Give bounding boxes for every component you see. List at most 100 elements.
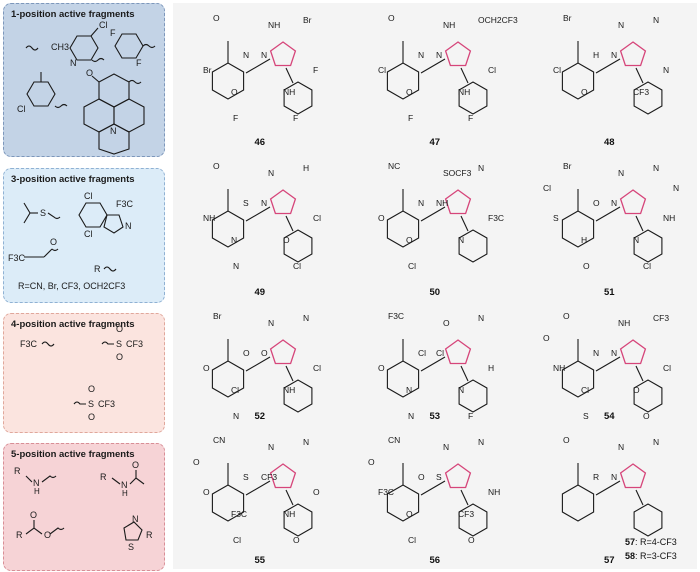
pyrazole-ring <box>619 463 647 489</box>
atom-label: N <box>418 198 424 208</box>
atom-label: F3C <box>231 509 247 519</box>
atom-label: O <box>378 213 385 223</box>
panel-title: 3-position active fragments <box>11 174 135 185</box>
atom-label: NH <box>283 385 295 395</box>
linker-bond <box>285 489 294 506</box>
atom-label: N <box>478 163 484 173</box>
note-58: 58: R=3-CF3 <box>625 551 677 561</box>
atom-label: O <box>368 457 375 467</box>
atom-label: Cl <box>418 348 426 358</box>
atom-label: NH <box>283 87 295 97</box>
panel-title: 5-position active fragments <box>11 449 135 460</box>
atom-label: O <box>86 68 93 78</box>
atom-label: N <box>268 442 274 452</box>
linker-bond <box>595 58 621 74</box>
r-definition: R=CN, Br, CF3, OCH2CF3 <box>18 281 126 291</box>
atom-label: N <box>110 126 117 136</box>
atom-label: O <box>203 363 210 373</box>
note-id: 57 <box>625 537 636 547</box>
atom-label: O <box>50 237 57 247</box>
atom-label: O <box>406 87 413 97</box>
atom-label: N <box>70 58 77 68</box>
atom-label: Br <box>303 15 312 25</box>
atom-label: O <box>116 352 123 362</box>
atom-label: N <box>458 235 464 245</box>
atom-label: F <box>293 113 298 123</box>
atom-label: F3C <box>378 487 394 497</box>
atom-label: CN <box>213 435 225 445</box>
atom-label: CF3 <box>98 399 115 409</box>
pyrazole-ring <box>619 189 647 215</box>
benzene-ring <box>561 210 595 248</box>
linker-bond <box>420 58 446 74</box>
aryl-ring <box>633 503 663 537</box>
fragments-1-position: CH3 Cl N F F Cl O N <box>17 20 156 155</box>
atom-label: N <box>303 313 309 323</box>
aryl-ring <box>458 81 488 115</box>
bond <box>111 477 121 485</box>
atom-label: F <box>468 411 473 421</box>
aryl-ring <box>458 229 488 263</box>
panel-5-position: 5-position active fragments R N H O R N … <box>3 443 165 571</box>
linker-bond <box>460 489 469 506</box>
atom-label: N <box>233 261 239 271</box>
atom-label: N <box>418 50 424 60</box>
atom-label: Cl <box>553 65 561 75</box>
atom-label: N <box>618 442 624 452</box>
compound-label-48: 48 <box>604 137 615 148</box>
linker-bond <box>420 356 446 372</box>
atom-label: O <box>213 13 220 23</box>
ring <box>113 98 145 133</box>
atom-label: N <box>663 65 669 75</box>
compound-label-56: 56 <box>429 555 441 566</box>
atom-label: CF3 <box>633 87 649 97</box>
atom-label: CN <box>388 435 400 445</box>
benzene-ring <box>386 210 420 248</box>
atom-label: Br <box>213 311 222 321</box>
atom-label: OCH2CF3 <box>478 15 518 25</box>
linker-bond <box>595 356 621 372</box>
cl-bond <box>90 27 99 37</box>
pyrazole-ring <box>444 463 472 489</box>
aryl-ring <box>633 229 663 263</box>
benzene-ring <box>386 62 420 100</box>
atom-label: O <box>633 385 640 395</box>
atom-label: S <box>436 472 442 482</box>
atom-label: O <box>213 161 220 171</box>
atom-label: O <box>132 460 139 470</box>
atom-label: R <box>100 472 107 482</box>
atom-label: S <box>583 411 589 421</box>
wavy-bond <box>41 341 55 347</box>
linker-bond <box>635 67 644 84</box>
wavy-bond <box>25 45 39 51</box>
linker-bond <box>245 58 271 74</box>
linker-bond <box>460 67 469 84</box>
wavy-bond <box>128 79 142 85</box>
aryl-ring <box>283 379 313 413</box>
linker-bond <box>635 365 644 382</box>
benzene-ring <box>211 360 245 398</box>
atom-label: H <box>581 235 587 245</box>
wavy-bond <box>101 341 114 345</box>
benzene-ring <box>78 202 108 228</box>
atom-label: N <box>408 411 414 421</box>
compound-label-55: 55 <box>254 555 266 566</box>
atom-label: O <box>116 324 123 334</box>
linker-bond <box>285 215 294 232</box>
atom-label: N <box>268 318 274 328</box>
atom-label: N <box>233 411 239 421</box>
atom-label: O <box>563 311 570 321</box>
pyrazole-ring <box>269 339 297 365</box>
atom-label: F3C <box>388 311 404 321</box>
atom-label: F <box>110 28 116 38</box>
atom-label: O <box>293 535 300 545</box>
linker-bond <box>285 365 294 382</box>
atom-label: N <box>243 50 249 60</box>
linker-bond <box>245 480 271 496</box>
